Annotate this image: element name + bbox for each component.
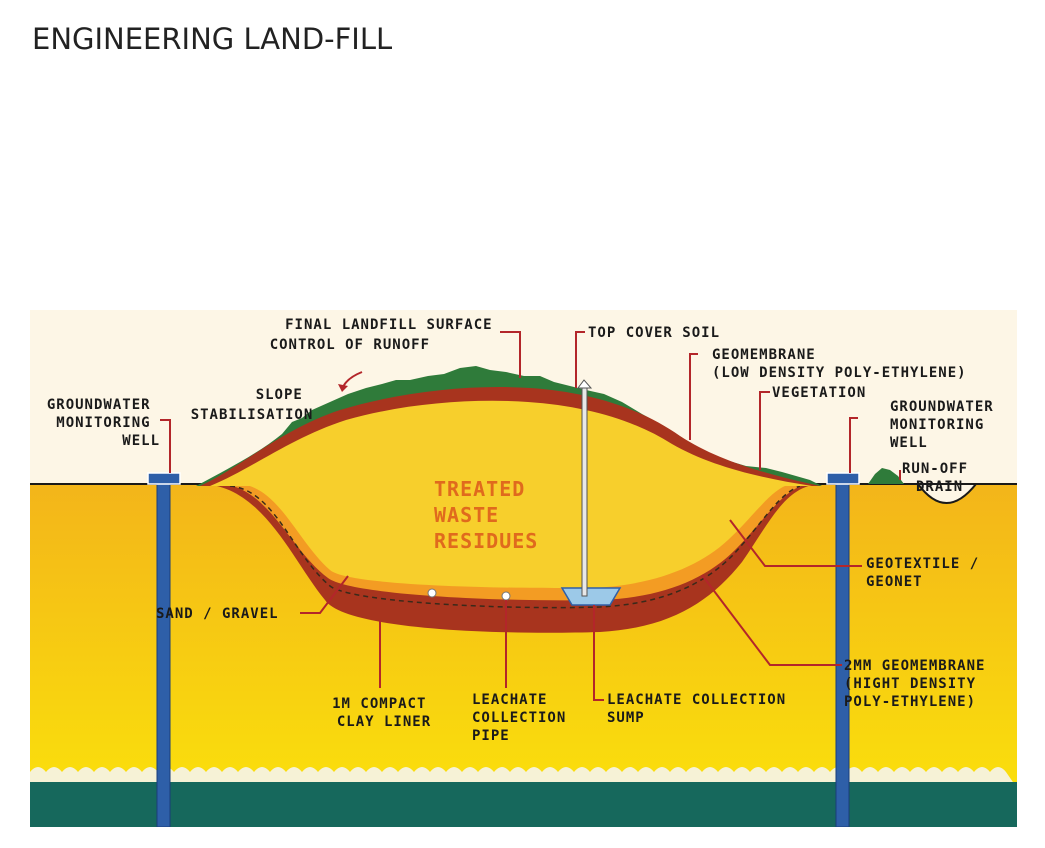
page-title: ENGINEERING LAND-FILL: [32, 22, 393, 56]
label-geomembrane-ldpe: GEOMEMBRANE (LOW DENSITY POLY-ETHYLENE): [712, 347, 967, 381]
riser-pipe-cap: [577, 379, 593, 389]
right-monitoring-well-pipe: [835, 477, 850, 827]
landfill-diagram: FINAL LANDFILL SURFACE CONTROL OF RUNOFF…: [30, 310, 1017, 827]
label-top-cover-soil: TOP COVER SOIL: [588, 325, 720, 341]
label-leachate-collection-sump: LEACHATE COLLECTION SUMP: [607, 692, 796, 726]
geomembrane-dashed-line: [229, 485, 801, 609]
label-sand-gravel: SAND / GRAVEL: [156, 606, 279, 622]
label-groundwater-well-left: GROUNDWATER MONITORING WELL: [47, 397, 160, 449]
leachate-pipe-dot: [501, 591, 511, 601]
label-vegetation: VEGETATION: [772, 385, 866, 401]
waste-mound: [210, 400, 812, 486]
leachate-sump: [560, 587, 622, 606]
right-monitoring-well-cap: [826, 472, 860, 485]
leachate-riser-pipe: [581, 387, 588, 597]
label-clay-liner: 1M COMPACT CLAY LINER: [332, 696, 436, 730]
label-treated-waste-residues: TREATED WASTE RESIDUES: [434, 477, 538, 553]
label-final-landfill-surface: FINAL LANDFILL SURFACE CONTROL OF RUNOFF: [270, 317, 502, 353]
groundwater: [30, 782, 1017, 827]
label-geotextile-geonet: GEOTEXTILE / GEONET: [866, 556, 989, 590]
drain-vegetation: [868, 468, 904, 484]
label-slope-stabilisation: SLOPE STABILISATION: [191, 387, 314, 423]
leachate-pipe-dot: [427, 588, 437, 598]
label-leachate-collection-pipe: LEACHATE COLLECTION PIPE: [472, 692, 576, 744]
left-monitoring-well-pipe: [156, 477, 171, 827]
runoff-drain: [916, 483, 979, 504]
waste-body-lower: [242, 484, 790, 588]
left-monitoring-well-cap: [147, 472, 181, 485]
label-hdpe-geomembrane: 2MM GEOMEMBRANE (HIGHT DENSITY POLY-ETHY…: [844, 658, 995, 710]
label-runoff-drain: RUN-OFF DRAIN: [902, 461, 977, 495]
label-groundwater-well-right: GROUNDWATER MONITORING WELL: [890, 399, 1003, 451]
leader-lines: [160, 331, 901, 701]
